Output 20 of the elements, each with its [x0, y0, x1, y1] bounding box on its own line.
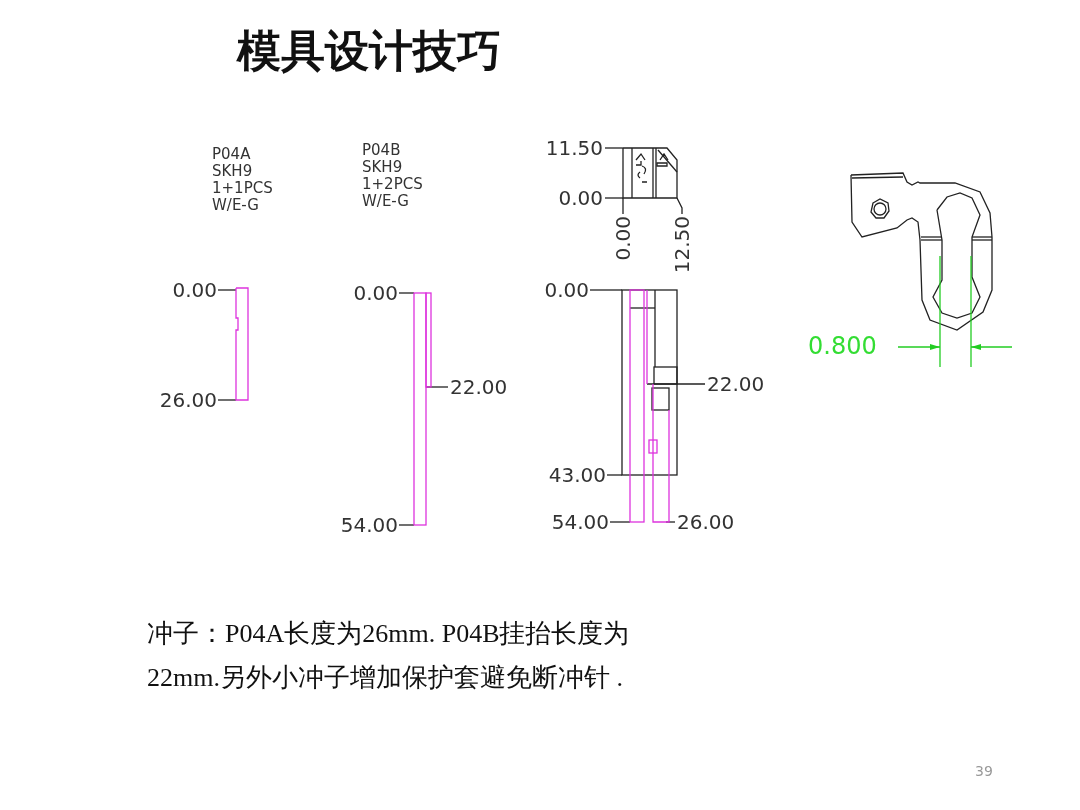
- dimension-value: 12.50: [672, 216, 692, 274]
- dimension-value: 0.00: [172, 280, 217, 300]
- dimension-value: 22.00: [707, 374, 765, 394]
- dimension-value: 0.00: [613, 216, 633, 261]
- dimension-value: 22.00: [450, 377, 508, 397]
- caption-text: 冲子：P04A长度为26mm. P04B挂抬长度为22mm.另外小冲子增加保护套避免断冲针 .: [147, 618, 631, 694]
- dimension-value: 26.00: [159, 390, 217, 410]
- dimension-value: 0.800: [808, 334, 877, 358]
- part-note: P04A SKH9 1+1PCS W/E-G: [212, 146, 273, 214]
- dimension-value: 0.00: [353, 283, 398, 303]
- dimension-value: 43.00: [548, 465, 606, 485]
- dimension-value: 54.00: [340, 515, 398, 535]
- dimension-value: 54.00: [551, 512, 609, 532]
- dimension-value: 0.00: [544, 280, 589, 300]
- part-note: P04B SKH9 1+2PCS W/E-G: [362, 142, 423, 210]
- dimension-value: 11.50: [545, 138, 603, 158]
- title: 模具设计技巧: [237, 24, 501, 78]
- page-number: 39: [975, 763, 993, 779]
- dimension-value: 26.00: [677, 512, 735, 532]
- dimension-value: 0.00: [558, 188, 603, 208]
